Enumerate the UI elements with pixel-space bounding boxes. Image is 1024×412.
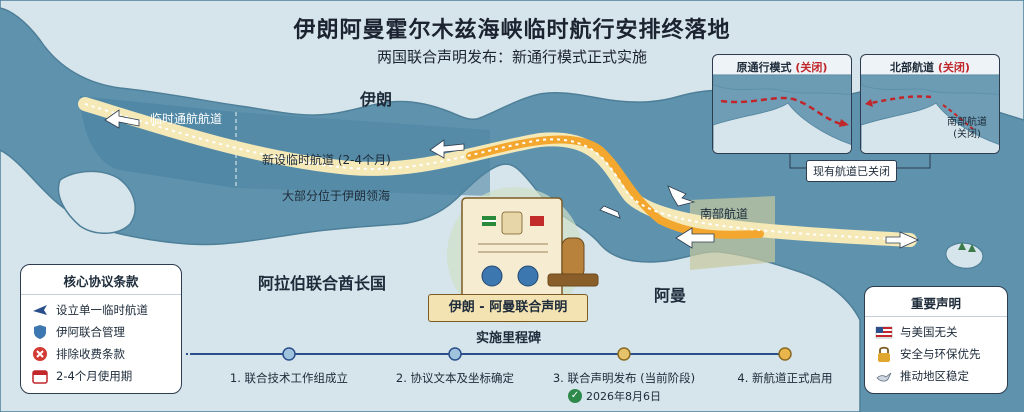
timeline-step-2: 2. 协议文本及坐标确定 <box>395 371 515 385</box>
timeline-node-4 <box>778 347 792 361</box>
timeline-date: ✓ 2026年8月6日 <box>568 388 661 404</box>
label-uae: 阿拉伯联合酋长国 <box>258 274 387 293</box>
inset-north-lane: 北部航道 (关闭) 南部航道 (关闭) <box>860 54 1000 154</box>
agreement-item-label: 设立单一临时航道 <box>56 303 148 317</box>
seal-icon <box>481 265 503 287</box>
dove-icon <box>876 372 892 382</box>
stamp-icon <box>547 237 599 287</box>
timeline-step-1: 1. 联合技术工作组成立 <box>229 371 349 385</box>
shield-icon <box>34 325 46 339</box>
no-fee-icon <box>33 347 47 361</box>
corridor-orange <box>466 135 764 239</box>
inset-north-status: (关闭) <box>937 61 970 74</box>
us-flag-icon <box>875 326 893 339</box>
page-title: 伊朗阿曼霍尔木兹海峡临时航行安排终落地 <box>293 18 731 43</box>
label-iran-waters: 大部分位于伊朗领海 <box>282 189 391 203</box>
closed-note: 现有航道已关闭 <box>806 160 897 182</box>
inset-south-lane-text: 南部航道 (关闭) <box>947 117 987 141</box>
inset-north-title: 北部航道 (关闭) <box>861 59 999 75</box>
inset-north-label: 北部航道 <box>890 61 935 74</box>
check-icon: ✓ <box>568 389 582 403</box>
statement-panel: 重要声明 与美国无关 安全与环保优先 推动地区稳定 <box>864 286 1008 394</box>
calendar-icon <box>32 370 48 384</box>
timeline-node-3 <box>617 347 631 361</box>
lane-zone <box>235 112 490 196</box>
inset-original-status: (关闭) <box>795 61 828 74</box>
inset-south-lane-status: (关闭) <box>953 129 981 140</box>
oman-flag-icon <box>530 216 544 226</box>
seal-icon <box>517 265 539 287</box>
label-oman: 阿曼 <box>654 286 687 305</box>
agreement-item-label: 伊阿联合管理 <box>56 325 125 339</box>
declaration-ribbon: 伊朗 - 阿曼联合声明 <box>428 294 588 322</box>
agreement-item-1: 设立单一临时航道 <box>21 299 181 321</box>
inset-original-label: 原通行模式 <box>736 61 792 74</box>
page-subtitle: 两国联合声明发布：新通行模式正式实施 <box>376 48 647 66</box>
statement-item-2: 安全与环保优先 <box>865 343 1007 365</box>
inset-south-lane-label: 南部航道 <box>947 117 987 128</box>
statement-item-label: 推动地区稳定 <box>900 369 969 383</box>
timeline-date-text: 2026年8月6日 <box>586 390 661 403</box>
timeline-node-2 <box>448 347 462 361</box>
timeline-title: 实施里程碑 <box>476 331 542 346</box>
inset-original-mode: 原通行模式 (关闭) <box>712 54 852 154</box>
peninsula <box>57 170 136 234</box>
agreement-title: 核心协议条款 <box>21 265 181 295</box>
statement-item-3: 推动地区稳定 <box>865 365 1007 387</box>
declaration-document <box>447 187 599 323</box>
timeline-step-3: 3. 联合声明发布 (当前阶段) <box>552 371 696 385</box>
label-south-lane: 南部航道 <box>700 207 749 221</box>
agreement-item-3: 排除收费条款 <box>21 343 181 365</box>
agreement-item-4: 2-4个月使用期 <box>21 365 181 387</box>
statement-title: 重要声明 <box>865 287 1007 317</box>
statement-item-label: 与美国无关 <box>900 325 958 339</box>
lock-icon <box>878 346 890 362</box>
direction-arrows <box>104 109 919 249</box>
timeline-node-1 <box>282 347 296 361</box>
inset-original-map <box>713 74 851 153</box>
tree-icon <box>958 242 976 252</box>
label-new-lane: 新设临时航道 (2-4个月) <box>262 153 391 167</box>
timeline-step-4: 4. 新航道正式启用 <box>737 371 833 385</box>
inset-original-title: 原通行模式 (关闭) <box>713 59 851 75</box>
statement-item-1: 与美国无关 <box>865 321 1007 343</box>
corridor-dashes <box>84 103 911 241</box>
agreement-panel: 核心协议条款 设立单一临时航道 伊阿联合管理 排除收费条款 2-4个月使用期 <box>20 264 182 394</box>
agreement-item-label: 排除收费条款 <box>56 347 125 361</box>
statement-item-label: 安全与环保优先 <box>900 347 981 361</box>
inset-north-map <box>861 74 999 153</box>
plane-icon <box>33 305 47 315</box>
agreement-item-2: 伊阿联合管理 <box>21 321 181 343</box>
agreement-item-label: 2-4个月使用期 <box>56 369 133 383</box>
label-temp-channel: 临时通航航道 <box>150 112 223 126</box>
label-iran: 伊朗 <box>360 90 393 109</box>
